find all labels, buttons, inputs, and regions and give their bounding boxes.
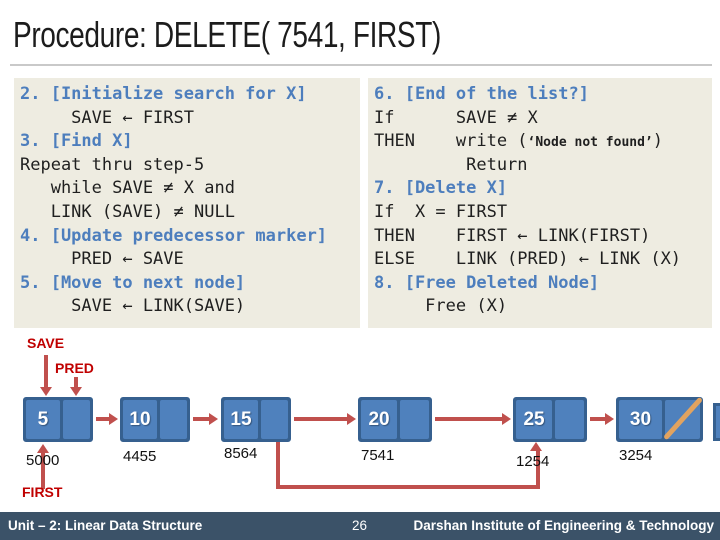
relink-arrow-down-segment (276, 442, 280, 489)
relink-arrowhead-icon (530, 442, 542, 451)
footer-page-number: 26 (352, 518, 368, 533)
list-node: 10 (120, 397, 190, 442)
first-pointer-arrow (41, 453, 45, 489)
pred-pointer-arrow (74, 377, 78, 387)
code-line: SAVE ← FIRST (20, 107, 194, 128)
node-link-cell (662, 396, 703, 441)
pseudocode-box-left: 2. [Initialize search for X] SAVE ← FIRS… (14, 78, 360, 328)
code-line: If SAVE ≠ X (374, 107, 538, 128)
code-line: LINK (SAVE) ≠ NULL (20, 201, 235, 222)
next-pointer-arrow (294, 417, 348, 421)
next-pointer-arrowhead-icon (605, 413, 614, 425)
title-divider (10, 64, 712, 66)
code-line: Free (X) (374, 296, 508, 317)
code-line: 5. [Move to next node] (20, 272, 246, 293)
pseudocode-box-right: 6. [End of the list?] If SAVE ≠ X THEN wri… (368, 78, 712, 328)
next-pointer-arrowhead-icon (209, 413, 218, 425)
save-pointer-arrow (44, 355, 48, 387)
edge-node-sliver (713, 403, 720, 441)
code-line: 3. [Find X] (20, 131, 133, 152)
node-link-cell (260, 400, 288, 439)
list-node: 15 (221, 397, 291, 442)
code-line: 4. [Update predecessor marker] (20, 225, 328, 246)
node-value-cell: 15 (224, 400, 258, 439)
next-pointer-arrow (96, 417, 111, 421)
code-line: ELSE LINK (PRED) ← LINK (X) (374, 249, 682, 270)
footer-institute: Darshan Institute of Engineering & Techn… (413, 518, 714, 533)
code-line: PRED ← SAVE (20, 249, 184, 270)
code-line: 8. [Free Deleted Node] (374, 272, 600, 293)
code-line: 7. [Delete X] (374, 178, 508, 199)
node-address: 1254 (516, 453, 550, 470)
node-value-cell: 5 (26, 400, 60, 439)
code-line: while SAVE ≠ X and (20, 178, 235, 199)
next-pointer-arrowhead-icon (347, 413, 356, 425)
page-title: Procedure: DELETE( 7541, FIRST) (13, 14, 442, 55)
node-value-cell: 20 (361, 400, 398, 439)
node-address: 3254 (619, 447, 653, 464)
code-line: If X = FIRST (374, 201, 508, 222)
save-pointer-arrowhead-icon (40, 387, 52, 396)
relink-arrow-horizontal-segment (276, 485, 540, 489)
node-address: 4455 (123, 448, 157, 465)
node-address: 7541 (361, 447, 395, 464)
code-line: THEN FIRST ← LINK(FIRST) (374, 225, 651, 246)
node-address: 5000 (26, 452, 60, 469)
node-link-cell (400, 400, 429, 439)
next-pointer-arrow (435, 417, 503, 421)
node-address: 8564 (224, 445, 258, 462)
node-value-cell: 10 (123, 400, 157, 439)
list-node: 25 (513, 397, 587, 442)
footer-bar: Unit – 2: Linear Data Structure 26 Darsh… (0, 512, 720, 540)
code-line: THEN write (‘Node not found’) (374, 131, 664, 152)
node-link-cell (62, 400, 90, 439)
list-node: 5 (23, 397, 93, 442)
code-line: 2. [Initialize search for X] (20, 84, 307, 104)
node-link-cell (159, 400, 187, 439)
pred-pointer-label: PRED (55, 360, 94, 376)
pred-pointer-arrowhead-icon (70, 387, 82, 396)
code-line: SAVE ← LINK(SAVE) (20, 296, 246, 317)
next-pointer-arrow (590, 417, 606, 421)
save-pointer-label: SAVE (27, 335, 65, 351)
next-pointer-arrow (193, 417, 211, 421)
relink-arrow-up-segment (536, 451, 540, 489)
first-pointer-arrowhead-icon (37, 444, 49, 453)
next-pointer-arrowhead-icon (109, 413, 118, 425)
code-line: Repeat thru step-5 (20, 154, 205, 175)
list-node: 20 (358, 397, 432, 442)
code-line: 6. [End of the list?] (374, 84, 589, 104)
code-line: Return (374, 154, 528, 175)
node-value-cell: 25 (516, 400, 553, 439)
null-slash-icon (662, 396, 703, 441)
next-pointer-arrowhead-icon (502, 413, 511, 425)
node-link-cell (555, 400, 584, 439)
node-value-cell: 30 (619, 400, 662, 439)
footer-unit: Unit – 2: Linear Data Structure (8, 518, 203, 533)
first-pointer-label: FIRST (22, 484, 63, 500)
list-node: 30 (616, 396, 703, 442)
